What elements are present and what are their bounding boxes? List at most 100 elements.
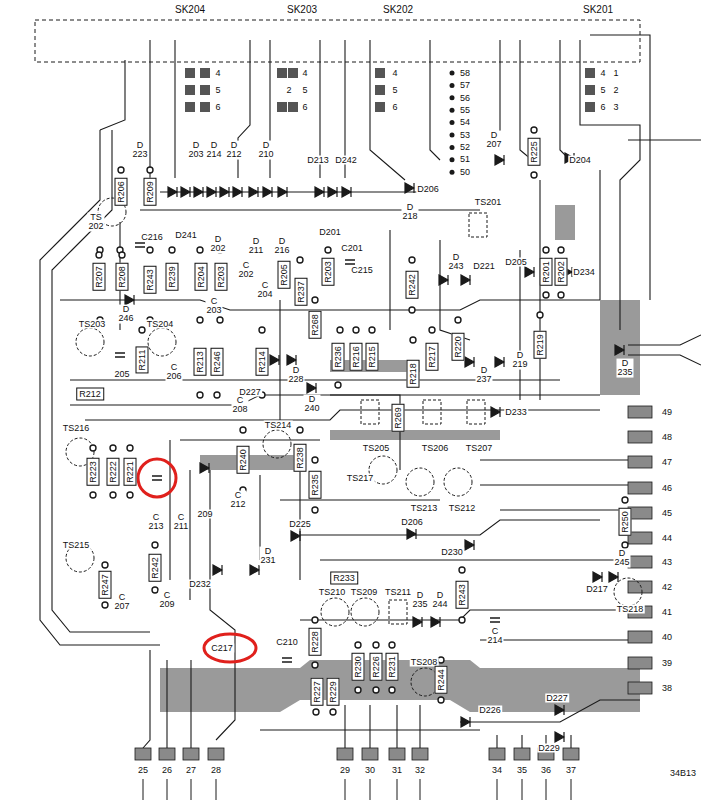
pin-lead — [345, 779, 346, 800]
copper-plane — [160, 660, 640, 712]
diode-symbol — [270, 355, 279, 365]
connector-pad — [200, 68, 210, 78]
part-label: 45 — [661, 509, 673, 518]
resistor-label: R212 — [76, 388, 104, 401]
copper-trace — [440, 240, 470, 340]
part-label: C 204 — [256, 281, 273, 300]
solder-pad — [330, 709, 336, 715]
pin-lead — [497, 779, 498, 800]
part-label: D213 — [306, 156, 330, 165]
copper-trace — [480, 459, 640, 460]
pin-lead — [522, 779, 523, 800]
transistor-outline — [76, 328, 104, 356]
copper-trace — [149, 40, 150, 178]
solder-pad — [369, 327, 375, 333]
connector-pad — [185, 85, 195, 95]
resistor-label: R223 — [87, 458, 100, 486]
copper-plane — [330, 430, 500, 440]
part-label: D 207 — [485, 131, 502, 150]
part-label: TS207 — [465, 444, 494, 453]
solder-pad — [389, 687, 395, 693]
solder-pad — [459, 567, 465, 573]
part-label: D 237 — [475, 366, 492, 385]
copper-trace — [570, 735, 571, 748]
solder-pad — [558, 247, 564, 253]
pin-lead — [546, 779, 547, 800]
part-label: D 216 — [273, 237, 290, 256]
ground-planes — [160, 205, 640, 712]
solder-pad — [147, 247, 153, 253]
part-label: 37 — [565, 766, 577, 775]
part-label: D 210 — [257, 141, 274, 160]
solder-pad — [312, 297, 318, 303]
part-label: 36 — [540, 766, 552, 775]
part-label: 35 — [516, 766, 528, 775]
part-label: 205 — [113, 370, 130, 379]
diode-symbol — [609, 572, 618, 582]
solder-pad — [355, 687, 361, 693]
copper-trace — [344, 705, 345, 748]
pin-leads — [143, 779, 571, 800]
resistor-label: R214 — [256, 348, 269, 376]
transistor-outline — [444, 468, 472, 496]
transistor-outline — [351, 598, 379, 626]
part-label: TS204 — [146, 320, 175, 329]
solder-pad — [139, 327, 145, 333]
connector-pad — [277, 102, 287, 112]
part-label: TS208 — [410, 658, 439, 667]
copper-trace — [180, 439, 320, 440]
part-label: D234 — [572, 268, 596, 277]
resistor-label: R246 — [211, 348, 224, 376]
diode-symbol — [555, 732, 564, 742]
connector-pad — [375, 102, 385, 112]
part-label: TS214 — [264, 421, 293, 430]
resistor-label: R250 — [619, 508, 632, 536]
resistor-label: R217 — [426, 343, 439, 371]
diode-symbol — [342, 187, 351, 197]
resistor-label: R209 — [144, 178, 157, 206]
part-label: D226 — [478, 706, 502, 715]
highlight-ring — [138, 459, 176, 497]
part-label: D 214 — [205, 141, 222, 160]
copper-trace — [539, 180, 540, 400]
resistor-label: R205 — [278, 261, 291, 289]
diode-symbol — [307, 383, 316, 393]
solder-pad — [217, 317, 223, 323]
solder-pad — [373, 687, 379, 693]
solder-pad — [312, 617, 318, 623]
solder-pad — [353, 327, 359, 333]
edge-pad — [628, 682, 652, 694]
edge-pad — [362, 748, 378, 760]
part-label: 57 — [459, 81, 471, 90]
part-label: 6 — [214, 103, 221, 112]
part-label: 44 — [661, 534, 673, 543]
part-label: 26 — [161, 766, 173, 775]
resistor-label: R208 — [116, 263, 129, 291]
diodes — [125, 153, 624, 742]
capacitor-symbol — [490, 618, 500, 622]
pin-lead — [370, 779, 371, 800]
solder-pad — [459, 617, 465, 623]
part-label: 52 — [459, 143, 471, 152]
part-label: C217 — [210, 644, 234, 653]
transistors — [66, 198, 642, 696]
pin-lead — [571, 779, 572, 800]
solder-pad — [313, 709, 319, 715]
resistor-label: R226 — [370, 653, 383, 681]
resistor-label: R211 — [136, 347, 149, 374]
diode-symbol — [125, 295, 134, 305]
solder-pad — [409, 257, 415, 263]
solder-pad — [450, 170, 455, 175]
part-label: C 209 — [158, 591, 175, 610]
solder-pad — [90, 492, 96, 498]
part-label: 2 — [612, 86, 619, 95]
part-label: TS218 — [616, 605, 645, 614]
connector-pad — [288, 68, 298, 78]
copper-trace — [174, 40, 175, 178]
part-label: 46 — [661, 484, 673, 493]
part-label: D 202 — [209, 235, 226, 254]
part-label: 3 — [612, 103, 619, 112]
connector-pad — [375, 85, 385, 95]
